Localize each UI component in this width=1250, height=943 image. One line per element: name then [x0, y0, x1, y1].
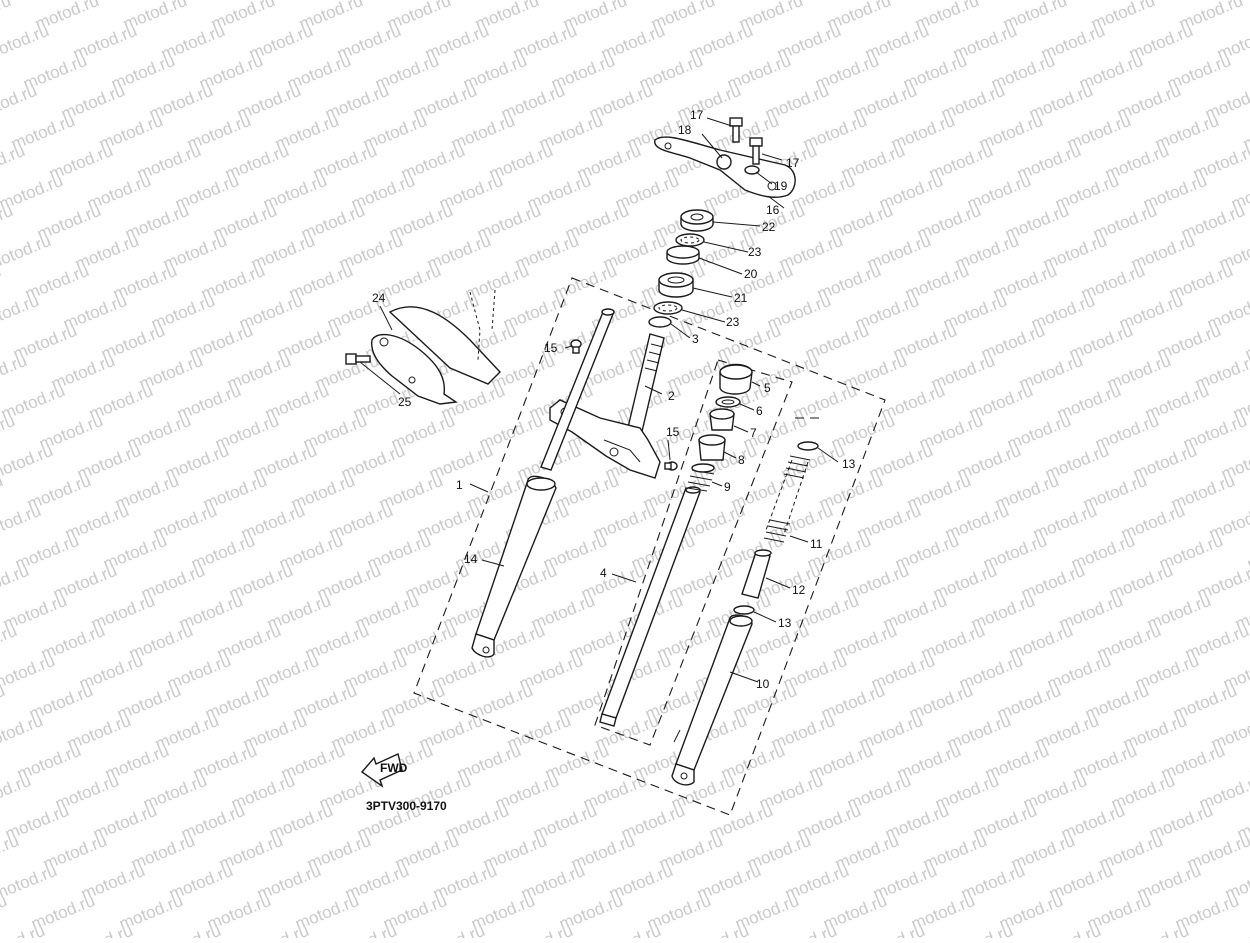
watermark-text: motod.ru	[242, 921, 311, 938]
bearing-race-21	[658, 272, 694, 298]
callout-9: 9	[724, 480, 731, 494]
callout-22: 22	[762, 220, 776, 234]
watermark-text: motod.ru	[1034, 921, 1103, 938]
watermark-text: motod.ru	[0, 0, 14, 34]
bush-7	[709, 408, 735, 431]
bearing-race-20	[666, 245, 700, 265]
diagram-code: 3PTV300-9170	[366, 799, 447, 813]
fwd-arrow-icon: FWD	[360, 753, 408, 788]
watermark-text: motod.ru	[0, 441, 56, 484]
callout-19: 19	[774, 179, 788, 193]
callout-4: 4	[600, 566, 607, 580]
watermark-text: motod.ru	[0, 21, 52, 64]
o-ring-13b	[733, 605, 755, 615]
callout-labels: 1234567891011121313141515161717181920212…	[372, 108, 856, 691]
inner-tube	[599, 486, 701, 727]
o-ring-13a	[797, 441, 819, 451]
callout-7: 7	[750, 426, 757, 440]
ring-nut-22	[680, 209, 714, 232]
bolt-17b	[749, 137, 763, 165]
callout-20: 20	[744, 267, 758, 281]
callout-10: 10	[756, 677, 770, 691]
callout-17: 17	[786, 156, 800, 170]
watermark-text: motod.ru	[0, 711, 46, 754]
watermark-text: motod.ru	[66, 921, 135, 938]
fork-assembly-outline	[413, 277, 886, 816]
spacer-12	[741, 549, 772, 599]
bolt-17a	[729, 117, 743, 143]
watermark-text: motod.ru	[1210, 921, 1250, 938]
watermark-text: motod.ru	[0, 771, 34, 814]
ball-race-23a	[675, 233, 705, 247]
callout-12: 12	[792, 583, 806, 597]
callout-21: 21	[734, 291, 748, 305]
watermark-text: motod.ru	[0, 81, 40, 124]
watermark-text: motod.ru	[858, 921, 927, 938]
watermark-text: motod.ru	[330, 921, 399, 938]
spring-9	[686, 463, 715, 492]
handlebar-bracket	[654, 136, 796, 198]
watermark-text: motod.ru	[154, 921, 223, 938]
callout-17: 17	[690, 108, 704, 122]
callout-16: 16	[766, 203, 780, 217]
watermark-text: motod.ru	[506, 921, 575, 938]
bolt-25	[345, 353, 371, 365]
inner-parts-outline	[594, 359, 793, 746]
callout-24: 24	[372, 291, 386, 305]
bolt-15b	[664, 461, 678, 471]
watermark-text: motod.ru	[682, 921, 751, 938]
ball-race-23b	[653, 301, 683, 315]
callout-23: 23	[726, 315, 740, 329]
fwd-label: FWD	[380, 761, 408, 775]
callout-15: 15	[544, 341, 558, 355]
callout-25: 25	[398, 395, 412, 409]
callout-13: 13	[778, 616, 792, 630]
callout-3: 3	[692, 332, 699, 346]
cap-5	[719, 363, 753, 395]
watermark-text: motod.ru	[594, 921, 663, 938]
piston-8	[698, 434, 726, 461]
watermark-text: motod.ru	[0, 501, 44, 544]
watermark-text: motod.ru	[0, 231, 54, 274]
watermark-text: motod.ru	[0, 561, 32, 604]
callout-13: 13	[842, 457, 856, 471]
callout-6: 6	[756, 404, 763, 418]
watermark-text: motod.ru	[770, 921, 839, 938]
callout-8: 8	[738, 453, 745, 467]
watermark-text: motod.ru	[0, 291, 42, 334]
fork-tube-left	[471, 308, 615, 658]
washer-6	[715, 396, 741, 408]
callout-15: 15	[666, 425, 680, 439]
watermark-text: motod.ru	[0, 921, 48, 938]
callout-1: 1	[456, 478, 463, 492]
bolt-15a	[570, 339, 582, 354]
callout-23: 23	[748, 245, 762, 259]
callout-5: 5	[764, 381, 771, 395]
callout-2: 2	[668, 389, 675, 403]
watermark-text: motod.ru	[946, 921, 1015, 938]
callout-14: 14	[464, 552, 478, 566]
cover-24	[371, 289, 501, 405]
watermark-text: motod.ru	[0, 651, 58, 694]
lower-tube-10	[671, 614, 753, 786]
callout-18: 18	[678, 123, 692, 137]
fork-spring-11	[763, 455, 811, 543]
leader-lines	[359, 117, 839, 683]
watermark-text: motod.ru	[1122, 921, 1191, 938]
cone-race-3	[648, 316, 672, 328]
watermark-text: motod.ru	[418, 921, 487, 938]
callout-11: 11	[810, 537, 823, 551]
watermark-text: motod.ru	[0, 861, 60, 904]
